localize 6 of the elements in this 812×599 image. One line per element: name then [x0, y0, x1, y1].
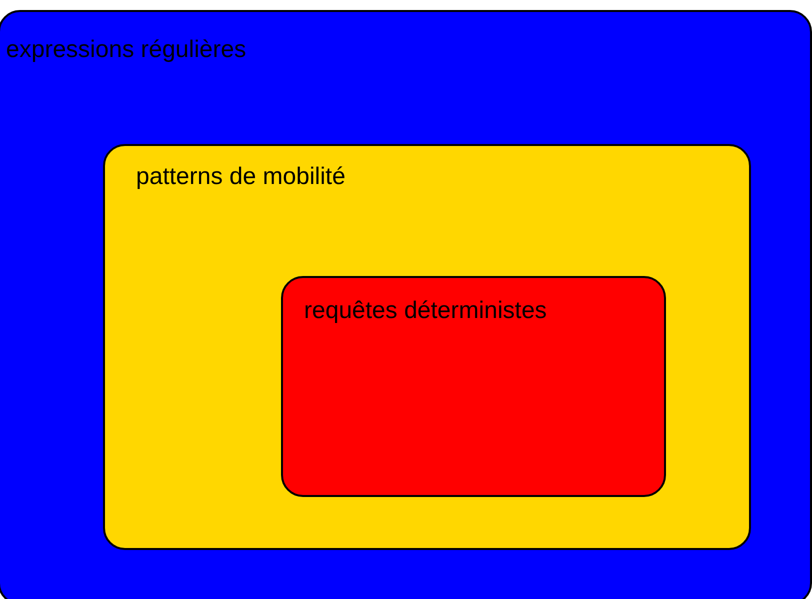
- region-title: patterns de mobilité: [136, 163, 346, 192]
- rounded-region: [0, 10, 812, 599]
- rounded-region: [103, 144, 751, 550]
- rounded-region: [281, 276, 666, 497]
- region-title: expressions régulières: [6, 36, 246, 65]
- region-title: requêtes déterministes: [304, 297, 547, 326]
